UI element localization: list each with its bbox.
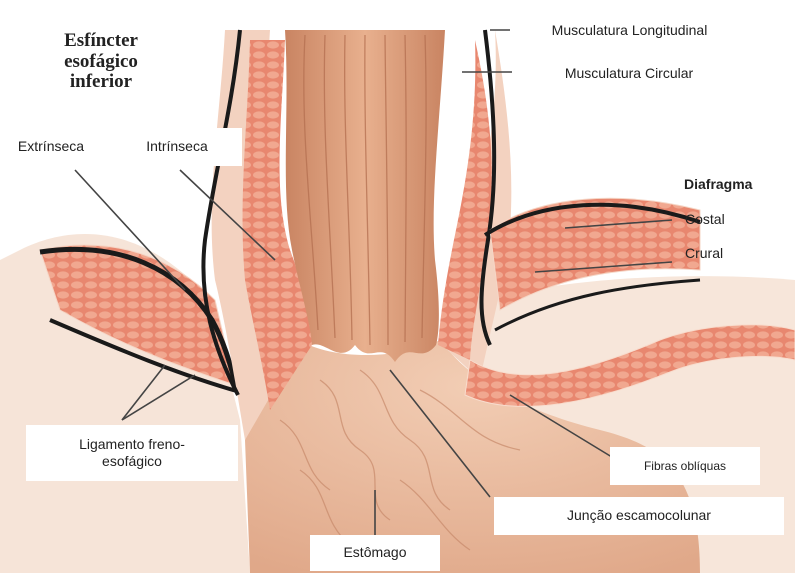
ligamento-line-1: Ligamento freno- bbox=[79, 436, 185, 454]
esophageal-lumen bbox=[285, 30, 445, 362]
label-estomago: Estômago bbox=[310, 535, 440, 571]
label-musculatura-circular: Musculatura Circular bbox=[513, 55, 745, 93]
label-musculatura-longitudinal: Musculatura Longitudinal bbox=[511, 12, 748, 50]
label-costal: Costal bbox=[685, 208, 755, 232]
label-diafragma: Diafragma bbox=[684, 172, 784, 198]
title-box: Esfíncter esofágico inferior bbox=[12, 14, 190, 110]
label-intrinseca: Intrínseca bbox=[112, 128, 242, 166]
ligamento-line-2: esofágico bbox=[102, 453, 162, 471]
label-fibras-obliquas: Fibras oblíquas bbox=[610, 447, 760, 485]
label-crural: Crural bbox=[685, 242, 755, 266]
label-extrinseca: Extrínseca bbox=[0, 128, 102, 166]
title-line-1: Esfíncter bbox=[64, 31, 138, 52]
label-juncao-escamocolunar: Junção escamocolunar bbox=[494, 497, 784, 535]
title-line-2: esofágico bbox=[64, 52, 138, 73]
title-line-3: inferior bbox=[70, 72, 132, 93]
label-ligamento-freno-esofagico: Ligamento freno- esofágico bbox=[26, 425, 238, 481]
